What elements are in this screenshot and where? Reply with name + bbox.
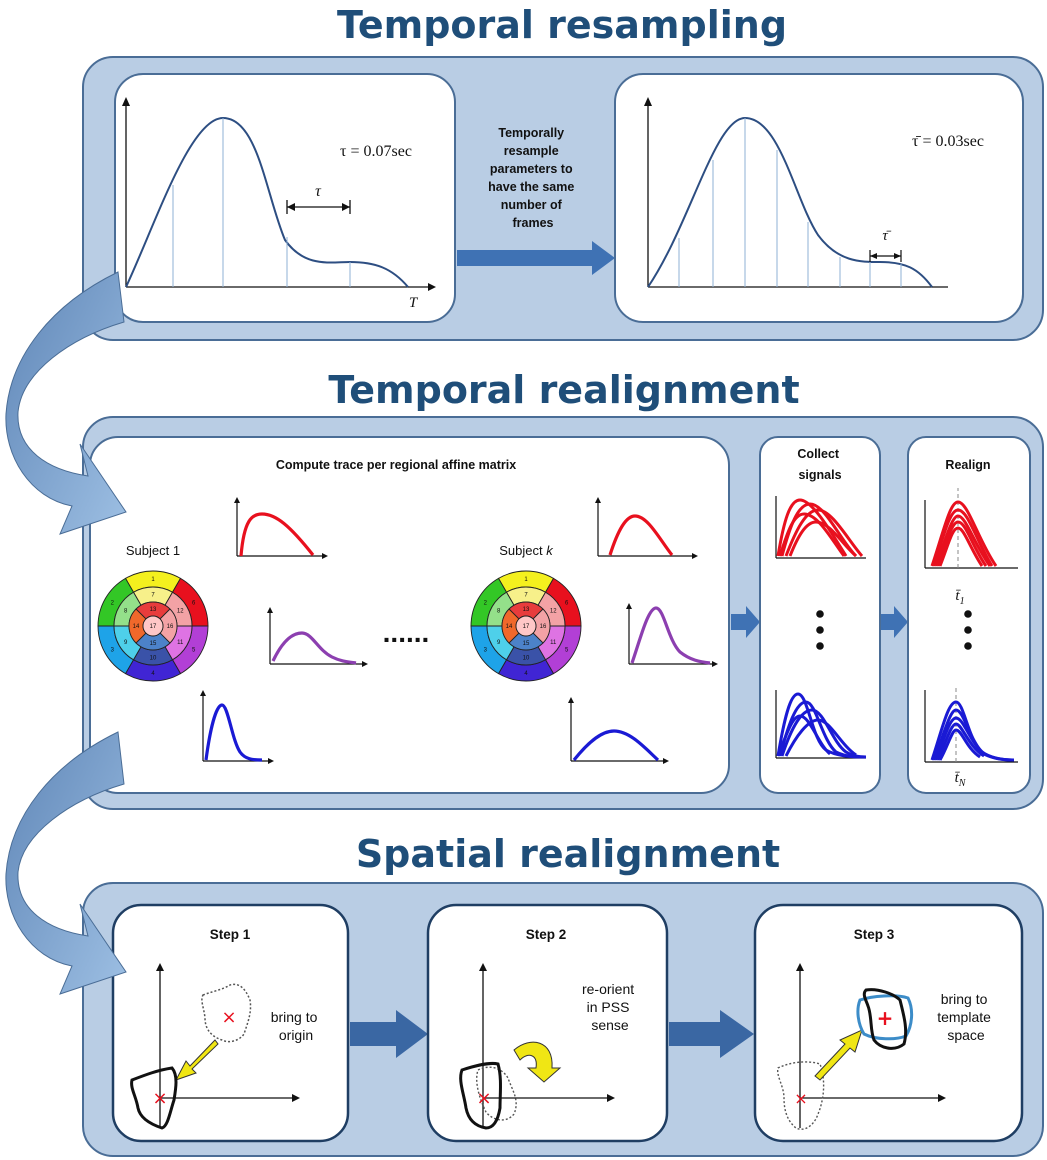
- signal-plot-red-subject-k: [595, 497, 698, 559]
- step-3-title: Step 3: [854, 927, 895, 942]
- apex-label: 17: [523, 624, 530, 630]
- mid-label-10: 10: [523, 656, 530, 662]
- rotate-arrow-icon: [513, 1041, 562, 1083]
- step-2-title: Step 2: [526, 927, 567, 942]
- subject-k-label: Subject k: [499, 543, 554, 558]
- step-3-description: bring to template space: [937, 991, 995, 1043]
- signal-plot-blue-subject-k: [568, 697, 669, 764]
- shape-solid-template: [862, 988, 908, 1050]
- flow-arrow-realignment-to-spatial: [5, 731, 127, 995]
- step-2-box: Step 2 × re-orient in PSS sense: [426, 903, 669, 1143]
- mid-label-11: 11: [550, 640, 557, 646]
- basal-label-5: 5: [565, 648, 569, 654]
- axis-label-T: T: [409, 295, 419, 311]
- basal-label-3: 3: [484, 648, 488, 654]
- apex-segment: [142, 615, 164, 637]
- ellipsis-dots: ......: [383, 617, 430, 648]
- tN-label: t̄N: [954, 770, 966, 789]
- basal-label-4: 4: [524, 671, 528, 677]
- resample-arrow: [457, 241, 615, 275]
- arrow-to-realign: [881, 606, 908, 638]
- basal-label-5: 5: [192, 648, 196, 654]
- resample-description: Temporally resample parameters to have t…: [488, 126, 578, 230]
- apical-label-15: 15: [150, 641, 157, 647]
- resampling-graph-resampled: τ̄ τ̄ = 0.03sec: [614, 73, 1024, 323]
- signal-curve-original: [125, 116, 409, 288]
- apical-label-13: 13: [523, 607, 530, 613]
- centroid-marker-step-3-origin: ×: [794, 1089, 807, 1108]
- yellow-arrow-step-3: [814, 1029, 863, 1081]
- apical-label-15: 15: [523, 641, 530, 647]
- mid-label-9: 9: [124, 640, 128, 646]
- mid-label-11: 11: [177, 640, 184, 646]
- mid-label-10: 10: [150, 656, 157, 662]
- mid-label-8: 8: [124, 608, 128, 614]
- basal-label-2: 2: [111, 601, 115, 607]
- resampling-graph-original: τ τ = 0.07sec T: [114, 73, 456, 323]
- apex-segment: [515, 615, 537, 637]
- step-1-box: Step 1 × × bring to origin: [111, 903, 350, 1143]
- basal-label-1: 1: [151, 577, 155, 583]
- section-title-realignment: Temporal realignment: [328, 368, 799, 412]
- section-title-resampling: Temporal resampling: [337, 3, 787, 47]
- basal-label-6: 6: [192, 601, 196, 607]
- tau-symbol: τ: [315, 183, 322, 200]
- step-3-box: Step 3 × + bring to template space: [753, 903, 1024, 1143]
- realign-title: Realign: [945, 458, 990, 472]
- signal-plot-purple-subject-k: [626, 603, 718, 667]
- shape-solid-moved: [130, 1066, 178, 1130]
- tau-bar-value-label: τ̄ = 0.03sec: [912, 133, 984, 150]
- mid-label-8: 8: [497, 608, 501, 614]
- basal-label-2: 2: [484, 601, 488, 607]
- realign-box: Realign t̄1 t̄N: [907, 436, 1031, 794]
- centroid-marker-origin: ×: [152, 1088, 167, 1109]
- collect-signals-box: Collect signals: [759, 436, 881, 794]
- apical-label-16: 16: [540, 624, 547, 630]
- step-2-description: re-orient in PSS sense: [582, 981, 638, 1033]
- compute-trace-box: [89, 436, 730, 794]
- mid-label-12: 12: [177, 608, 184, 614]
- basal-label-4: 4: [151, 671, 155, 677]
- signal-curve-resampled: [647, 116, 933, 288]
- mid-label-7: 7: [151, 593, 155, 599]
- apical-label-13: 13: [150, 607, 157, 613]
- apex-label: 17: [150, 624, 157, 630]
- shape-solid-reoriented: [459, 1062, 502, 1130]
- apical-label-14: 14: [133, 624, 140, 630]
- apical-label-14: 14: [506, 624, 513, 630]
- tau-bar-symbol: τ̄: [882, 228, 891, 244]
- basal-label-1: 1: [524, 577, 528, 583]
- collect-signals-title: Collect signals: [797, 447, 842, 482]
- subject-1-label: Subject 1: [126, 543, 180, 558]
- centroid-marker: ×: [221, 1007, 236, 1028]
- yellow-arrow-step-1: [174, 1039, 219, 1081]
- centroid-marker-step-3: +: [877, 1006, 894, 1030]
- shape-dotted-original: [201, 983, 252, 1043]
- basal-label-6: 6: [565, 601, 569, 607]
- step-1-description: bring to origin: [271, 1009, 322, 1043]
- tau-value-label: τ = 0.07sec: [340, 143, 412, 160]
- arrow-to-collect: [731, 606, 760, 638]
- compute-trace-title: Compute trace per regional affine matrix: [276, 458, 516, 472]
- arrow-step1-to-step2: [350, 1010, 428, 1058]
- mid-label-9: 9: [497, 640, 501, 646]
- flow-arrow-resampling-to-realignment: [5, 271, 127, 535]
- t1-label: t̄1: [955, 588, 964, 607]
- step-1-title: Step 1: [210, 927, 251, 942]
- mid-label-12: 12: [550, 608, 557, 614]
- centroid-marker-step-2: ×: [476, 1088, 491, 1109]
- mid-label-7: 7: [524, 593, 528, 599]
- section-title-spatial: Spatial realignment: [356, 832, 780, 876]
- signal-plot-purple-subject-1: [267, 607, 368, 667]
- arrow-step2-to-step3: [669, 1010, 754, 1058]
- basal-label-3: 3: [111, 648, 115, 654]
- apical-label-16: 16: [167, 624, 174, 630]
- signal-plot-blue-subject-1: [200, 690, 274, 764]
- signal-plot-red-subject-1: [234, 497, 328, 559]
